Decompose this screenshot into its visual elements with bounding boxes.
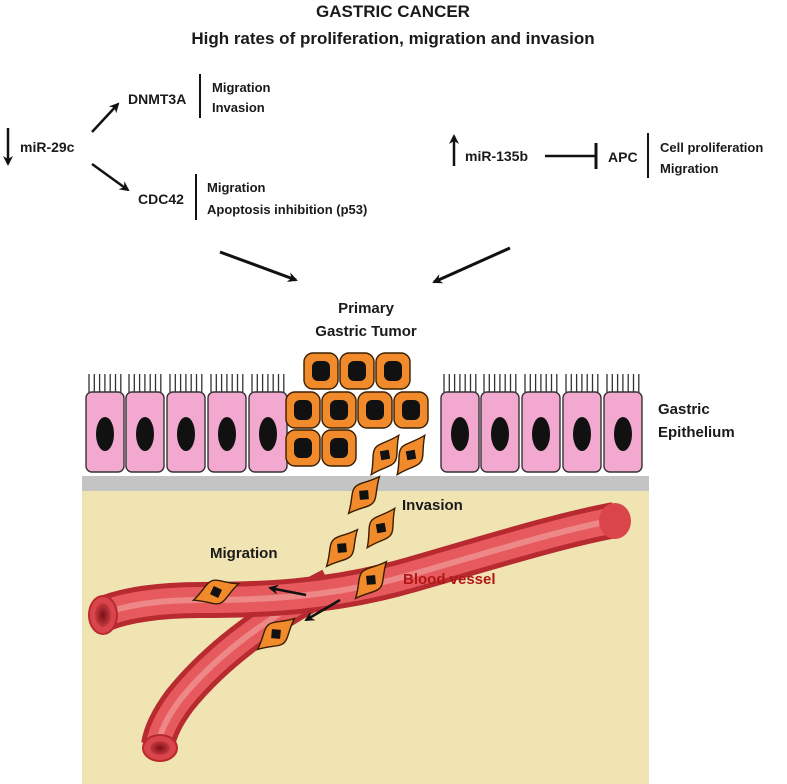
cell-nucleus: [451, 417, 469, 451]
mir-29c-label: miR-29c: [20, 139, 75, 155]
migrating-tumor-cell: [354, 560, 388, 600]
tumor-cell: [321, 391, 357, 429]
cell-nucleus: [366, 575, 376, 585]
arrow-to-dnmt3a: [91, 102, 120, 133]
tumor-cell: [303, 352, 339, 390]
cdc42-effect-apoptosis: Apoptosis inhibition (p53): [207, 202, 367, 217]
cell-nucleus: [614, 417, 632, 451]
cdc42-label: CDC42: [138, 191, 184, 207]
cell-nucleus: [136, 417, 154, 451]
dnmt3a-effect-invasion: Invasion: [212, 100, 265, 115]
migrating-tumor-cell: [366, 506, 396, 550]
cdc42-effect-migration: Migration: [207, 180, 266, 195]
gastric-epithelium: [85, 374, 643, 473]
blood-vessel-label: Blood vessel: [403, 571, 496, 588]
primary-tumor: [285, 352, 429, 467]
migrating-tumor-cell: [370, 433, 400, 477]
epithelial-cell: [85, 374, 125, 473]
migrating-tumor-cell: [396, 433, 426, 477]
cell-nucleus: [573, 417, 591, 451]
cell-nucleus: [491, 417, 509, 451]
cell-nucleus: [312, 361, 330, 381]
dnmt3a-label: DNMT3A: [128, 91, 186, 107]
apc-effect-migration: Migration: [660, 161, 719, 176]
cell-nucleus: [348, 361, 366, 381]
cell-nucleus: [402, 400, 420, 420]
right-converging-arrow: [432, 246, 511, 284]
cell-nucleus: [359, 490, 369, 500]
cell-nucleus: [532, 417, 550, 451]
tumor-cell: [285, 429, 321, 467]
tumor-cell: [339, 352, 375, 390]
mir-135b-label: miR-135b: [465, 148, 528, 164]
apc-label: APC: [608, 149, 638, 165]
epithelial-cell: [480, 374, 520, 473]
diagram-subtitle: High rates of proliferation, migration a…: [191, 29, 594, 48]
epithelial-cell: [440, 374, 480, 473]
epithelial-cell: [207, 374, 247, 473]
epithelial-cell: [125, 374, 165, 473]
invading-cells: [191, 433, 426, 651]
cell-nucleus: [271, 629, 281, 639]
epithelial-cell: [521, 374, 561, 473]
cell-nucleus: [177, 417, 195, 451]
right-pathway: miR-135b APC Cell proliferation Migratio…: [449, 133, 763, 178]
tumor-label-gastric: Gastric Tumor: [315, 323, 417, 340]
migration-label: Migration: [210, 545, 278, 562]
tumor-cell: [393, 391, 429, 429]
tumor-cell: [285, 391, 321, 429]
migrating-tumor-cell: [191, 579, 241, 605]
dnmt3a-effect-migration: Migration: [212, 80, 271, 95]
cell-nucleus: [405, 449, 417, 461]
invasion-label: Invasion: [402, 497, 463, 514]
apc-effect-proliferation: Cell proliferation: [660, 140, 763, 155]
cell-nucleus: [294, 438, 312, 458]
tumor-cell: [321, 429, 357, 467]
cell-nucleus: [375, 522, 387, 534]
cell-nucleus: [218, 417, 236, 451]
cell-nucleus: [384, 361, 402, 381]
cell-nucleus: [379, 449, 391, 461]
cell-nucleus: [330, 400, 348, 420]
epithelial-cell: [562, 374, 602, 473]
epithelial-cell: [166, 374, 206, 473]
arrow-to-cdc42: [91, 162, 130, 192]
migrating-tumor-cell: [256, 617, 296, 651]
blood-vessel: [88, 502, 631, 762]
cell-nucleus: [210, 586, 222, 598]
left-pathway: miR-29c DNMT3A Migration Invasion CDC42 …: [3, 74, 367, 220]
tumor-cell: [357, 391, 393, 429]
tumor-label-primary: Primary: [338, 300, 395, 317]
epithelial-cell: [248, 374, 288, 473]
epithelium-label-epithelium: Epithelium: [658, 424, 735, 441]
migration-arrow-upper: [268, 584, 307, 597]
migration-arrow-lower: [304, 598, 341, 622]
left-converging-arrow: [219, 250, 298, 282]
cell-nucleus: [366, 400, 384, 420]
cell-nucleus: [294, 400, 312, 420]
tumor-cell: [375, 352, 411, 390]
cell-nucleus: [259, 417, 277, 451]
migrating-tumor-cell: [325, 528, 359, 568]
cell-nucleus: [330, 438, 348, 458]
cell-nucleus: [96, 417, 114, 451]
diagram-title: GASTRIC CANCER: [316, 2, 470, 21]
epithelial-cell: [603, 374, 643, 473]
migrating-tumor-cell: [347, 475, 381, 515]
epithelium-label-gastric: Gastric: [658, 401, 710, 418]
cell-nucleus: [337, 543, 347, 553]
